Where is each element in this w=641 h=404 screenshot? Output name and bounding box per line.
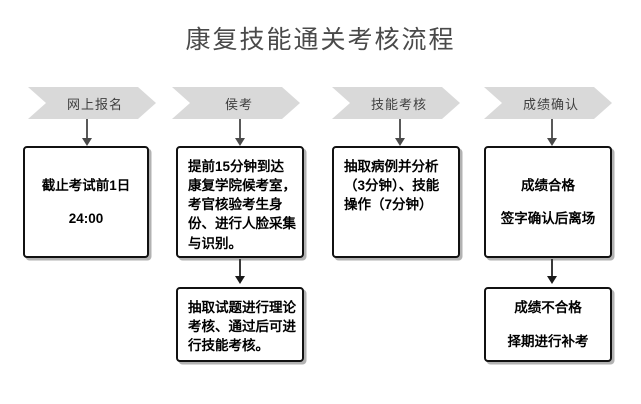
stage-banner-result-confirmation[interactable]: 成绩确认 (484, 87, 612, 119)
box-text-line: 成绩不合格 (514, 300, 582, 316)
box-text-line: 提前15分钟到达 (188, 159, 285, 174)
connector-line-banner-to-box-2 (239, 119, 241, 141)
connector-arrowhead-banner-to-box-3 (395, 138, 405, 146)
box-text-line: 24:00 (68, 211, 104, 226)
connector-arrowhead-banner-to-box-4 (547, 138, 557, 146)
box-text-line: （3分钟）、技能 (344, 178, 440, 194)
connector-arrowhead-box2-to-box2b (235, 276, 245, 284)
box-text-line: 成绩合格 (521, 177, 575, 193)
stage-banner-label: 成绩确认 (522, 96, 579, 112)
box-text-line: 抽取试题进行理论 (188, 300, 296, 315)
connector-line-box2-to-box2b (239, 259, 241, 279)
box-text-spacer (496, 318, 600, 332)
box-text-line: 康复学院候考室， (188, 178, 296, 194)
stage-banner-online-registration[interactable]: 网上报名 (28, 87, 156, 119)
box-text-line: 考官核验考生身 (188, 197, 283, 213)
box-text-line: 截止考试前1日 (41, 177, 131, 193)
box-text-spacer (35, 195, 137, 209)
stage-banner-waiting[interactable]: 侯考 (172, 87, 300, 119)
box-text-line: 抽取病例并分析 (344, 159, 439, 174)
connector-arrowhead-banner-to-box-1 (82, 138, 92, 146)
box-text-line: 份、进行人脸采集 (188, 216, 296, 232)
connector-arrowhead-banner-to-box-2 (235, 138, 245, 146)
stage-banner-label: 网上报名 (66, 96, 123, 112)
box-text-line: 与识别。 (188, 235, 242, 251)
process-box-result-fail[interactable]: 成绩不合格 择期进行补考 (484, 287, 612, 362)
process-box-waiting-room-checkin[interactable]: 提前15分钟到达 康复学院候考室， 考官核验考生身 份、进行人脸采集 与识别。 (176, 146, 304, 258)
connector-line-banner-to-box-4 (551, 119, 553, 141)
box-text-line: 操作（7分钟） (344, 197, 433, 213)
process-box-case-analysis-and-operation[interactable]: 抽取病例并分析 （3分钟）、技能 操作（7分钟） (332, 146, 460, 258)
process-box-written-theory-exam[interactable]: 抽取试题进行理论 考核、通过后可进 行技能考核。 (176, 287, 304, 362)
box-text-spacer (496, 195, 600, 209)
connector-arrowhead-box4-to-box4b (547, 276, 557, 284)
connector-line-banner-to-box-1 (86, 119, 88, 141)
stage-banner-label: 侯考 (224, 96, 253, 112)
box-text-line: 择期进行补考 (507, 333, 589, 349)
box-text-line: 考核、通过后可进 (188, 319, 296, 335)
process-box-result-pass[interactable]: 成绩合格 签字确认后离场 (484, 146, 612, 258)
connector-line-box4-to-box4b (551, 259, 553, 279)
process-box-registration-deadline[interactable]: 截止考试前1日 24:00 (23, 146, 149, 258)
page-title: 康复技能通关考核流程 (185, 27, 456, 54)
stage-banner-label: 技能考核 (370, 96, 427, 112)
box-text-line: 行技能考核。 (188, 338, 269, 354)
stage-banner-skill-assessment[interactable]: 技能考核 (332, 87, 460, 119)
box-text-line: 签字确认后离场 (500, 211, 596, 226)
connector-line-banner-to-box-3 (399, 119, 401, 141)
